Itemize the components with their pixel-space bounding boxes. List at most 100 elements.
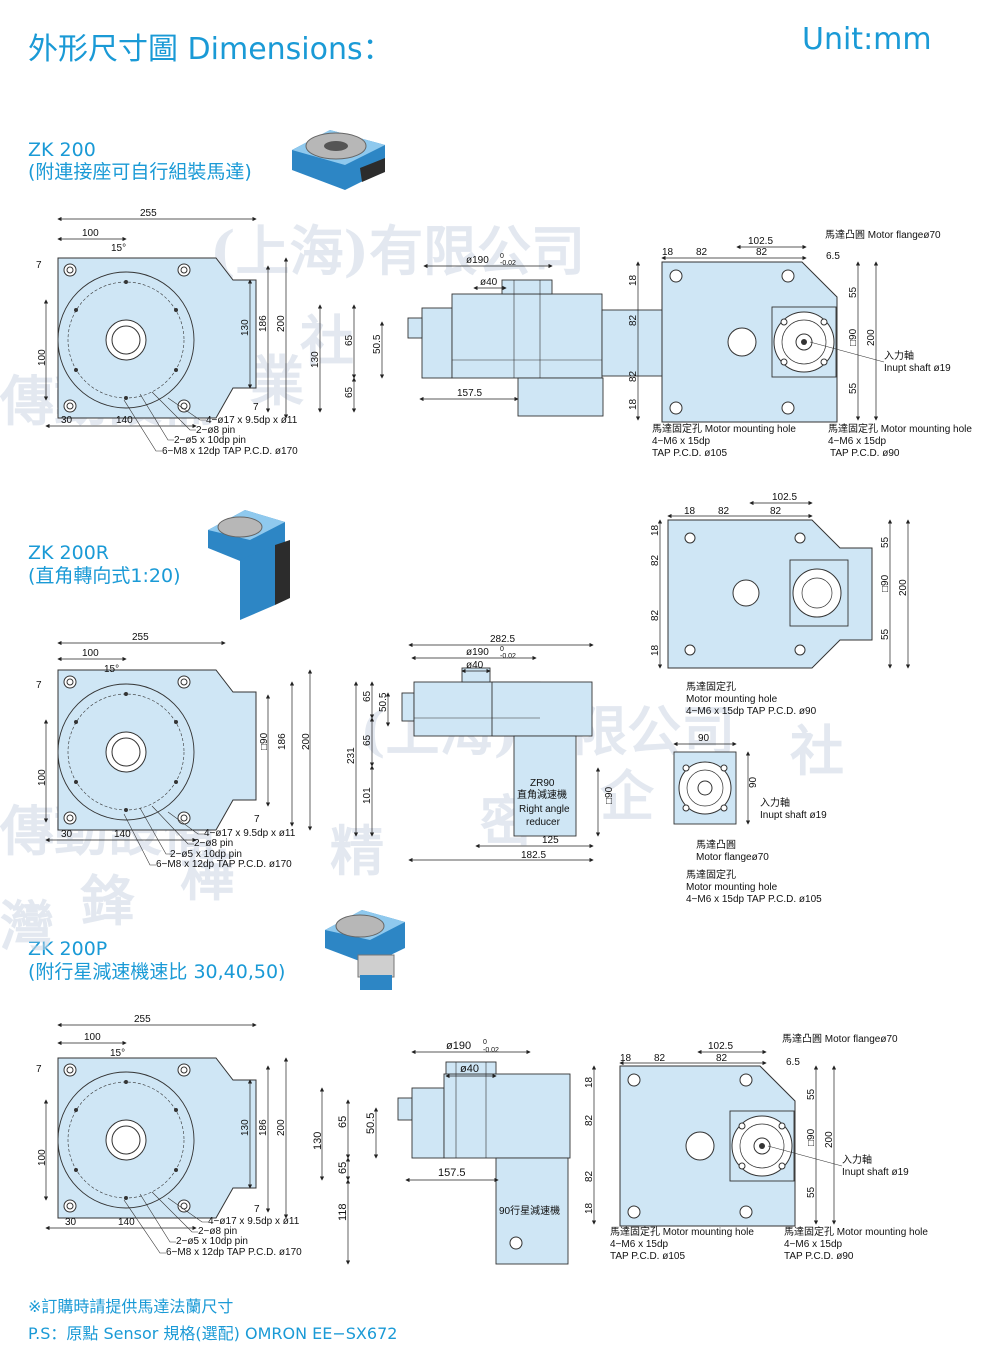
dim-label: 18	[650, 644, 661, 656]
dim-label: 82	[716, 1053, 728, 1064]
dim-label: 200	[898, 579, 909, 596]
input-shaft-cn: 入力軸	[842, 1153, 872, 1166]
motor-flange-label: 馬達凸圓 Motor flangeø70	[825, 229, 941, 241]
r-mount-hole-cn: 馬達固定孔	[686, 680, 736, 693]
watermark-text: 社	[790, 719, 844, 783]
section-subtitle-zk200r: (直角轉向式1:20)	[28, 565, 181, 587]
dim-label: 65	[337, 1162, 349, 1174]
r-mount-hole-en: Motor mounting hole	[686, 882, 778, 893]
dim-label: 130	[312, 1132, 324, 1150]
unit-label: Unit:mm	[802, 22, 932, 57]
watermark-text: 鋒	[80, 869, 135, 933]
zk200-photo	[292, 130, 385, 190]
order-note: ※訂購時請提供馬達法蘭尺寸	[28, 1297, 234, 1316]
dim-label: 255	[140, 208, 157, 219]
zk200-side-view: ø190 0 -0.02 ø40 130 65 65 50.5 157.5	[310, 253, 703, 417]
dim-label: 90	[748, 776, 759, 788]
dim-label: ø190	[446, 1040, 471, 1052]
dim-label: 7	[254, 814, 260, 825]
dim-label: 7	[36, 260, 42, 271]
page-title: 外形尺寸圖 Dimensions：	[28, 32, 393, 67]
dim-label: 82	[584, 1114, 595, 1126]
mount-hole-spec: 4−M6 x 15dp	[610, 1239, 669, 1250]
dim-label: 55	[880, 536, 891, 548]
dim-label: 50.5	[372, 334, 383, 354]
watermark-text: 精	[330, 819, 384, 883]
dim-label: 100	[37, 1149, 48, 1166]
dim-label: 0	[483, 1039, 487, 1046]
dim-label: ø190	[466, 255, 489, 266]
dim-label: □90	[848, 328, 859, 346]
dim-label: 65	[337, 1116, 349, 1128]
watermark-text: 業	[250, 349, 304, 413]
callout-holes: 4−ø17 x 9.5dp x ø11	[206, 415, 298, 426]
dim-label: 18	[662, 247, 674, 258]
dim-label: 15°	[110, 1048, 125, 1059]
dim-label: 255	[134, 1014, 151, 1025]
dim-label: 82	[718, 506, 730, 517]
section-model-zk200r: ZK 200R	[28, 542, 109, 564]
dim-label: □90	[604, 786, 615, 804]
dim-label: 18	[628, 274, 639, 286]
callout-pin2: 2−ø5 x 10dp pin	[174, 435, 246, 446]
dim-label: 82	[770, 506, 782, 517]
mount-hole-label: 馬達固定孔 Motor mounting hole	[652, 422, 796, 435]
dim-label: 102.5	[772, 492, 797, 503]
callout-pin2: 2−ø5 x 10dp pin	[170, 849, 242, 860]
section-model-zk200: ZK 200	[28, 139, 96, 161]
reducer-model: ZR90	[530, 778, 555, 789]
dim-label: 182.5	[521, 850, 546, 861]
dim-label: 186	[258, 315, 269, 332]
dim-label: 18	[620, 1053, 632, 1064]
watermark-text: 灣	[0, 894, 54, 958]
zk200r-side-view: ZR90 直角減速機 Right angle reducer 282.5 ø19…	[346, 634, 615, 863]
dim-label: 82	[654, 1053, 666, 1064]
dim-label: 30	[61, 415, 73, 426]
callout-pin: 2−ø8 pin	[194, 838, 233, 849]
input-shaft-en: Inupt shaft ø19	[760, 810, 827, 821]
dim-label: 186	[277, 733, 288, 750]
dim-label: 100	[82, 228, 99, 239]
dim-label: 7	[254, 1204, 260, 1215]
dim-label: 100	[37, 349, 48, 366]
section-subtitle-zk200: (附連接座可自行組裝馬達)	[28, 161, 252, 183]
dim-label: 55	[848, 382, 859, 394]
callout-pin: 2−ø8 pin	[198, 1226, 237, 1237]
watermark-text: 樺	[180, 844, 234, 908]
zk200-top-view: 255 100 15° 7 100 130 186 200 30 140 7 4…	[36, 208, 298, 457]
dim-label: 140	[118, 1217, 135, 1228]
input-shaft-en: Inupt shaft ø19	[884, 363, 951, 374]
dim-label: 55	[848, 286, 859, 298]
callout-tap: 6−M8 x 12dp TAP P.C.D. ø170	[156, 859, 292, 870]
callout-holes: 4−ø17 x 9.5dp x ø11	[204, 828, 296, 839]
dim-label: 82	[650, 554, 661, 566]
dim-label: ø40	[460, 1063, 479, 1075]
section-subtitle-zk200p: (附行星減速機速比 30,40,50)	[28, 961, 286, 983]
zk200r-top-view: 255 100 15° 7 100 □90 186 200 30 140 7 4…	[36, 632, 313, 870]
dim-label: 65	[344, 386, 355, 398]
dim-label: 90	[698, 733, 710, 744]
zk200p-motor-view: 102.5 18 82 82 馬達凸圓 Motor flangeø70 6.5 …	[584, 1033, 928, 1262]
dim-label: 55	[806, 1186, 817, 1198]
dim-label: 200	[276, 315, 287, 332]
dim-label: 140	[114, 829, 131, 840]
dim-label: 18	[684, 506, 696, 517]
dim-label: 82	[650, 609, 661, 621]
mount-hole-pcd: TAP P.C.D. ø105	[652, 448, 727, 459]
dim-label: 50.5	[378, 692, 389, 712]
dim-label: 65	[362, 734, 373, 746]
dim-label: 130	[240, 1119, 251, 1136]
dim-label: 231	[346, 747, 357, 764]
dim-label: □90	[259, 732, 270, 750]
dim-label: 282.5	[490, 634, 515, 645]
dim-label: 0	[500, 646, 504, 653]
dim-label: -0.02	[483, 1047, 499, 1054]
zk200r-photo	[208, 510, 290, 620]
watermark-text: 社	[300, 309, 354, 373]
callout-pin2: 2−ø5 x 10dp pin	[176, 1236, 248, 1247]
r-motor-flange-cn: 馬達凸圓	[696, 839, 736, 851]
mount-hole-label: 馬達固定孔 Motor mounting hole	[610, 1225, 754, 1238]
mount-hole-spec: 4−M6 x 15dp	[784, 1239, 843, 1250]
zk200r-top-right-view: 102.5 18 82 82 18 82 82 18 55 □90 55 200…	[650, 492, 911, 717]
